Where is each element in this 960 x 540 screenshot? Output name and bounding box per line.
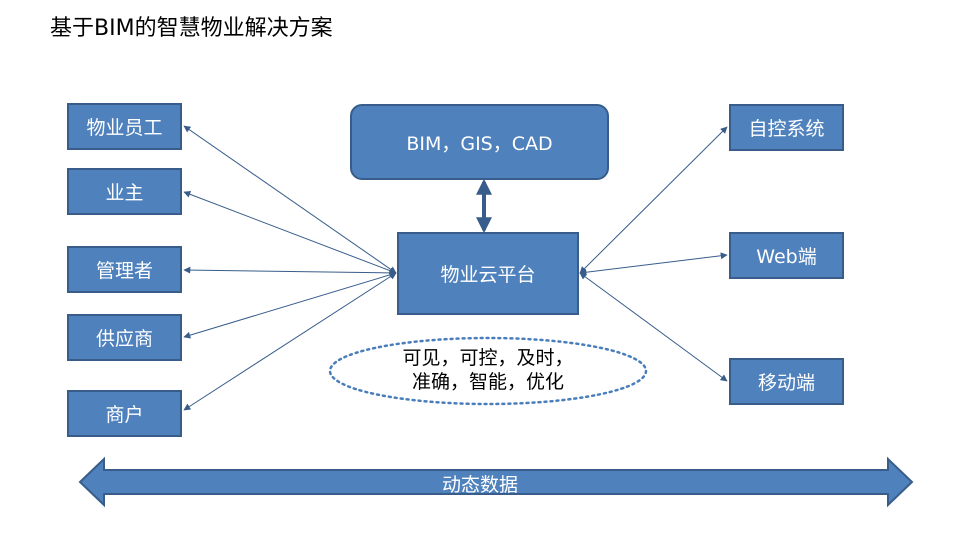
connector-platform-autocontrol bbox=[579, 126, 728, 274]
page-title: 基于BIM的智慧物业解决方案 bbox=[50, 16, 333, 41]
node-property-cloud-platform: 物业云平台 bbox=[397, 232, 579, 315]
connector-platform-merchant bbox=[183, 272, 397, 411]
connector-platform-manager bbox=[183, 266, 397, 277]
node-merchant: 商户 bbox=[67, 390, 182, 437]
connector-platform-supplier bbox=[183, 271, 397, 339]
node-owner: 业主 bbox=[67, 168, 182, 215]
node-web-client: Web端 bbox=[729, 232, 844, 279]
node-mobile-client: 移动端 bbox=[729, 358, 844, 405]
connector-platform-mobile bbox=[579, 272, 728, 382]
features-line-1: 可见，可控，及时， bbox=[402, 347, 574, 370]
node-property-staff: 物业员工 bbox=[67, 103, 182, 150]
features-line-2: 准确，智能，优化 bbox=[411, 371, 564, 393]
connector-platform-owner bbox=[183, 190, 397, 275]
features-text: 可见，可控，及时， 准确，智能，优化 bbox=[330, 338, 646, 404]
node-supplier: 供应商 bbox=[67, 314, 182, 361]
node-manager: 管理者 bbox=[67, 246, 182, 293]
features-ellipse bbox=[328, 336, 648, 406]
dynamic-data-banner-arrow bbox=[78, 456, 914, 508]
dynamic-data-label: 动态数据 bbox=[441, 473, 518, 496]
node-data-sources: BIM，GIS，CAD bbox=[350, 104, 609, 180]
node-auto-control-system: 自控系统 bbox=[729, 104, 844, 151]
connector-platform-web bbox=[579, 252, 728, 276]
